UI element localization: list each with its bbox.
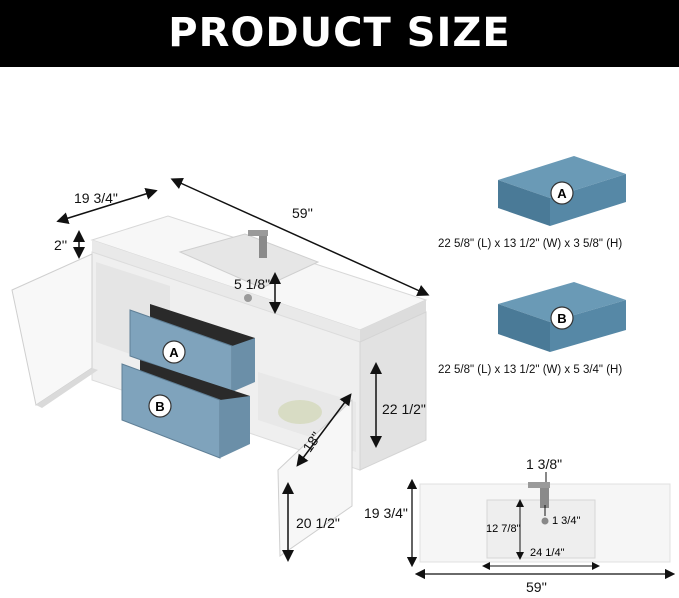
- top-depth-label: 19 3/4": [364, 505, 408, 521]
- page-title: PRODUCT SIZE: [168, 10, 511, 56]
- top-width-label: 59'': [526, 579, 547, 595]
- basin-depth-label: 5 1/8": [234, 276, 270, 292]
- door-height-label: 20 1/2": [296, 515, 340, 531]
- drain-offset-label: 1 3/4": [552, 515, 580, 527]
- drawer-b-spec: 22 5/8" (L) x 13 1/2" (W) x 5 3/4" (H): [438, 364, 623, 376]
- height-label: 22 1/2": [382, 401, 426, 417]
- drawer-b: B: [121, 360, 250, 459]
- title-banner: PRODUCT SIZE: [0, 0, 679, 67]
- box-b-letter: B: [557, 311, 566, 326]
- faucet-offset-label: 1 3/8": [526, 456, 562, 472]
- drawer-b-marker: B: [155, 399, 164, 414]
- drawer-box-a: A: [498, 156, 626, 226]
- width-label: 59'': [292, 205, 313, 221]
- top-view: 19 3/4" 59'' 24 1/4" 12 7/8" 1 3/4" 1 3/…: [364, 456, 676, 595]
- depth-label: 19 3/4": [74, 190, 118, 206]
- top-thickness-label: 2'': [54, 237, 67, 253]
- drawer-a-marker: A: [169, 345, 179, 360]
- box-a-letter: A: [557, 186, 567, 201]
- drawer-a-spec: 22 5/8" (L) x 13 1/2" (W) x 3 5/8" (H): [438, 238, 623, 250]
- vanity-dimensions: 19 3/4" 59'' 2'' 5 1/8" 22 1/2" 18" 20 1…: [54, 178, 430, 562]
- drawer-box-b: B: [498, 282, 626, 352]
- basin-width-label: 24 1/4": [530, 547, 565, 559]
- drawer-a: A: [129, 304, 255, 393]
- basin-depth-top-label: 12 7/8": [486, 523, 521, 535]
